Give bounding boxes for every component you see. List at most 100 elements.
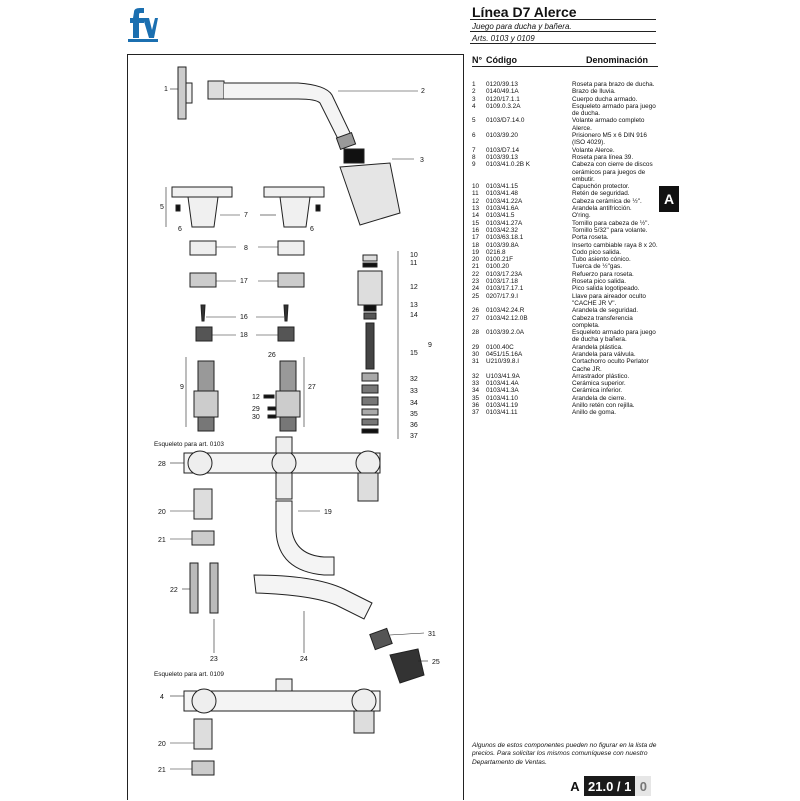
row-number: 27 <box>472 314 480 322</box>
row-name: Arandela de seguridad. <box>572 307 639 315</box>
callout-label: 22 <box>170 587 178 594</box>
row-number: 9 <box>472 161 476 169</box>
callout-label: 20 <box>158 741 166 748</box>
row-name: Roseta para línea 39. <box>572 153 634 161</box>
row-code: 0103/D7.14.0 <box>486 117 525 125</box>
row-code: 0103/41.48 <box>486 190 518 198</box>
callout-label: 25 <box>432 659 440 666</box>
row-name: Llave para aireador oculto "CACHE JR V". <box>572 292 646 307</box>
row-number: 11 <box>472 190 479 198</box>
row-number: 3 <box>472 95 476 103</box>
row-code: 0120/17.1.1 <box>486 95 520 103</box>
row-number: 24 <box>472 285 480 293</box>
col-name-header: Denominación <box>586 55 649 65</box>
callout-label: 18 <box>240 332 248 339</box>
callout-label: 24 <box>300 656 308 663</box>
row-code: 0140/49.1A <box>486 88 519 96</box>
callout-label: 1 <box>164 86 168 93</box>
row-number: 26 <box>472 307 480 315</box>
row-name: Arandela para válvula. <box>572 350 636 358</box>
table-row: 5 0103/D7.14.0 Volante armado completo Ale… <box>472 117 658 132</box>
table-row: 8 0103/39.13 Roseta para línea 39. <box>472 154 658 161</box>
row-name: Pico salida logotipeado. <box>572 285 640 293</box>
row-name: Arandela antifricción. <box>572 205 632 213</box>
row-code: 0103/41.10 <box>486 394 518 402</box>
row-number: 29 <box>472 343 480 351</box>
row-number: 14 <box>472 212 480 220</box>
callout-label: 29 <box>252 406 260 413</box>
callout-label: 9 <box>428 342 432 349</box>
row-name: Porta roseta. <box>572 234 609 242</box>
row-code: 0100.40C <box>486 343 514 351</box>
callout-label: 16 <box>240 314 248 321</box>
callout-label: 26 <box>268 352 276 359</box>
row-name: Roseta para brazo de ducha. <box>572 81 655 88</box>
row-number: 25 <box>472 292 480 300</box>
callout-label: 8 <box>244 245 248 252</box>
callout-label: 5 <box>160 204 164 211</box>
page-number: 21.0 / 1 <box>584 776 636 796</box>
col-code-header: Código <box>486 55 517 65</box>
row-code: 0103/39.13 <box>486 153 518 161</box>
row-number: 8 <box>472 153 476 161</box>
row-number: 18 <box>472 241 480 249</box>
row-name: Anillo de goma. <box>572 409 617 417</box>
row-code: 0100.20 <box>486 263 510 271</box>
callout-label: 17 <box>240 278 248 285</box>
callout-label: 2 <box>421 88 425 95</box>
row-name: Cerámica inferior. <box>572 387 623 395</box>
row-code: 0103/17.23A <box>486 270 523 278</box>
callout-label: 37 <box>410 433 418 440</box>
row-code: 0103/42.12.0B <box>486 314 528 322</box>
callout-label: 15 <box>410 350 418 357</box>
row-code: 0103/17.17.1 <box>486 285 524 293</box>
row-number: 5 <box>472 117 476 125</box>
page-subtitle: Juego para ducha y bañera. <box>472 22 572 31</box>
row-number: 16 <box>472 226 480 234</box>
callout-label: 7 <box>244 212 248 219</box>
callout-label: 27 <box>308 384 316 391</box>
row-name: Tornillo 5/32" para volante. <box>572 226 648 234</box>
page-letter: A <box>566 776 584 796</box>
row-name: Codo pico salida. <box>572 248 622 256</box>
callout-label: 6 <box>178 226 182 233</box>
row-number: 2 <box>472 88 476 96</box>
callout-label: 35 <box>410 411 418 418</box>
row-number: 37 <box>472 409 480 417</box>
divider <box>470 31 656 32</box>
row-code: 0216.8 <box>486 248 506 256</box>
col-n-header: N° <box>472 55 483 65</box>
row-number: 35 <box>472 394 480 402</box>
row-code: 0100.21F <box>486 256 514 264</box>
row-code: 0103/42.32 <box>486 226 518 234</box>
page-number-bar: A 21.0 / 1 0 <box>566 776 652 796</box>
row-code: 0109.0.3.2A <box>486 102 521 110</box>
row-name: Brazo de lluvia. <box>572 88 616 96</box>
row-number: 23 <box>472 278 480 286</box>
row-code: U210/39.8.I <box>486 358 520 366</box>
row-name: Volante Alerce. <box>572 146 615 154</box>
row-name: Cabeza transferencia completa. <box>572 314 633 329</box>
callout-label: 10 <box>410 252 418 259</box>
divider <box>470 43 656 44</box>
row-code: 0103/63.18.1 <box>486 234 524 242</box>
callout-label: 28 <box>158 461 166 468</box>
row-name: Volante armado completo Alerce. <box>572 117 645 132</box>
callout-label: 9 <box>180 384 184 391</box>
row-code: 0103/41.27A <box>486 219 523 227</box>
